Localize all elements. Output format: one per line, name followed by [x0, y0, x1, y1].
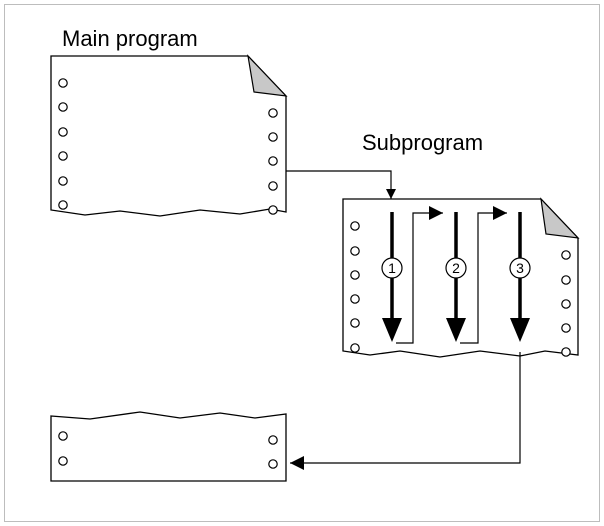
main-program-fold [248, 56, 286, 96]
subprogram-label: Subprogram [362, 132, 483, 154]
subprogram-fold [541, 199, 578, 238]
pass-1-number: 1 [388, 260, 396, 276]
subprogram-page: 1 2 3 [343, 199, 578, 357]
main-program-sheet [51, 56, 286, 216]
return-arrow [290, 352, 520, 463]
call-arrow [286, 171, 391, 199]
subprogram-sheet [343, 199, 578, 357]
main-program-label: Main program [62, 28, 198, 50]
continuation-sheet [51, 412, 286, 481]
pass-3-number: 3 [516, 260, 524, 276]
pass-2-number: 2 [452, 260, 460, 276]
main-program-page [51, 56, 286, 216]
main-program-continuation [51, 412, 286, 481]
